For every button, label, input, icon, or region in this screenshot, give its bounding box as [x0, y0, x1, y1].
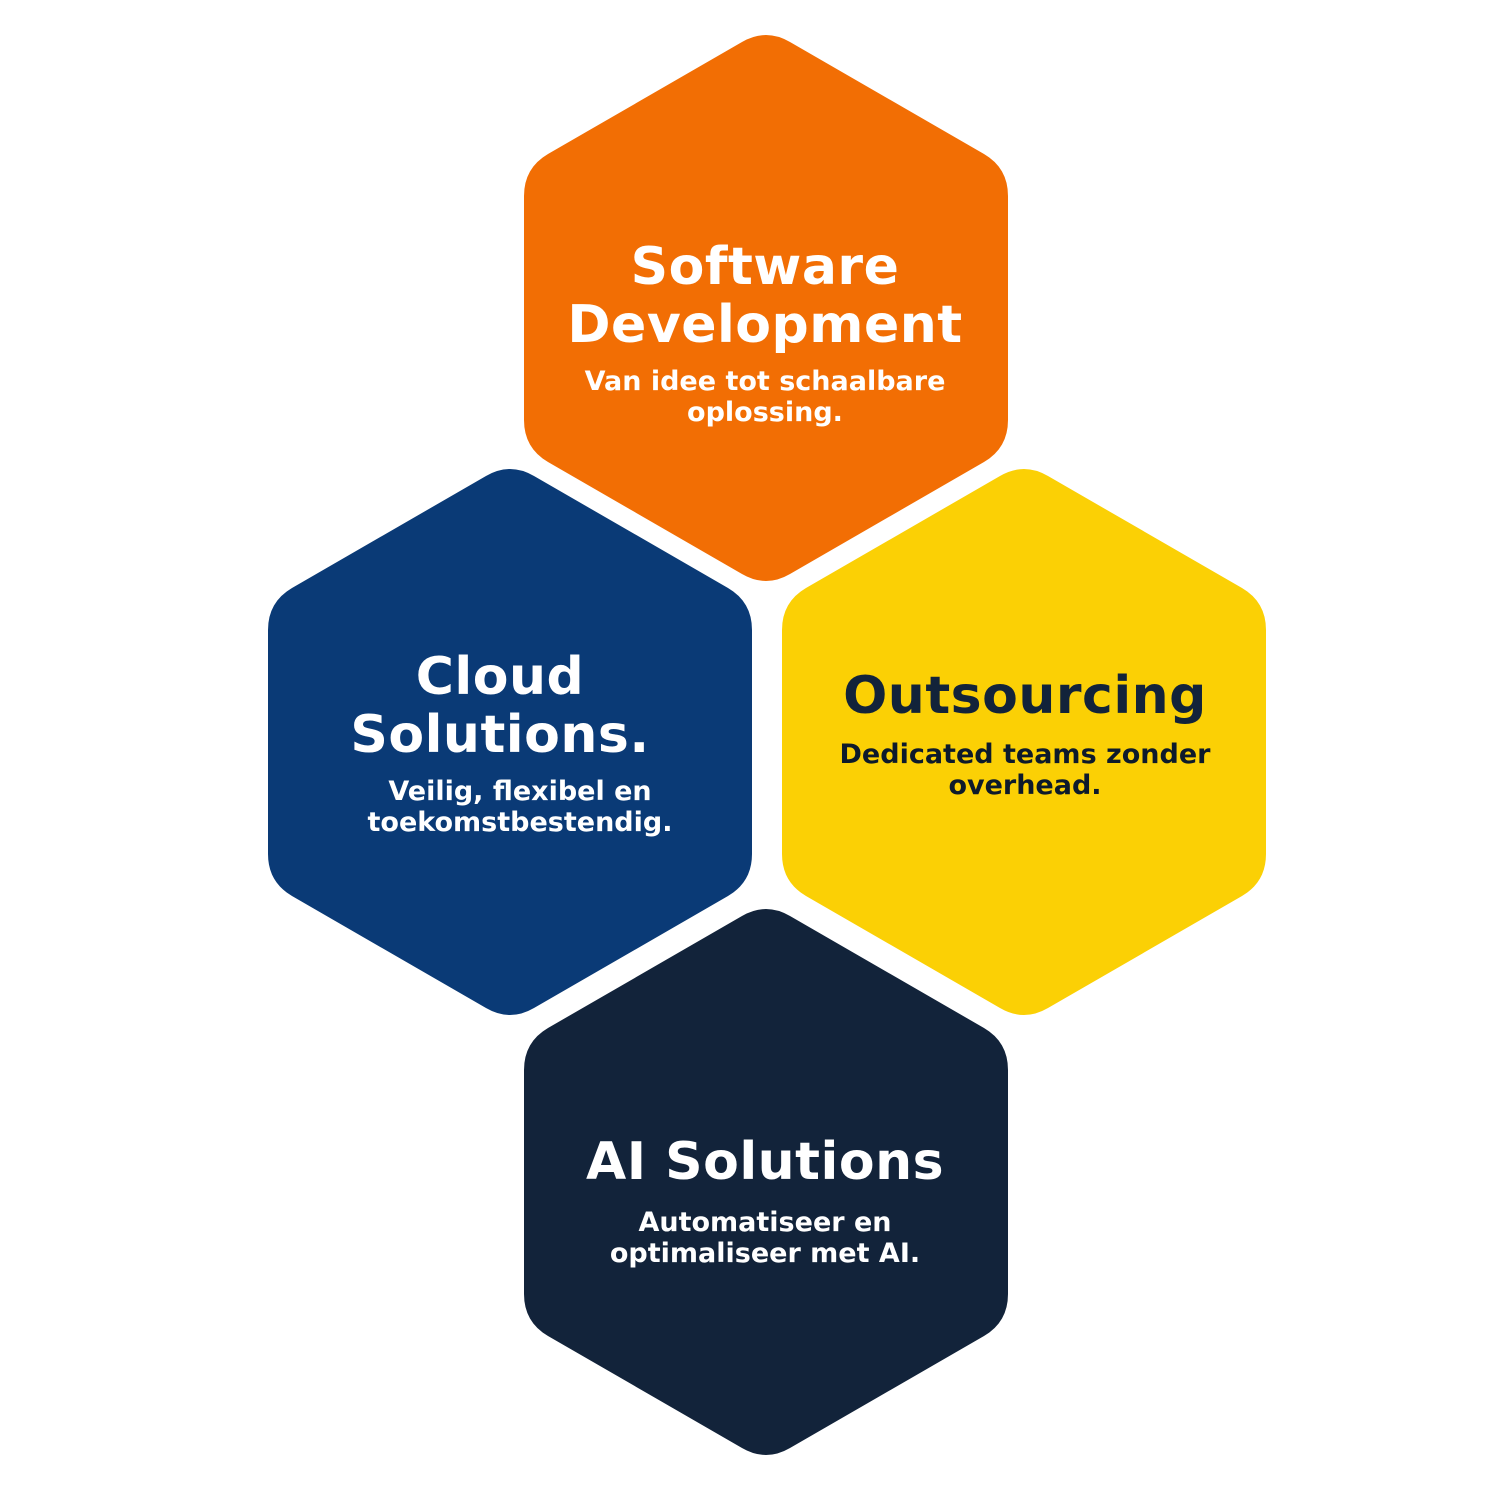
- ai-solutions-text: AI Solutions Automatiseer en optimalisee…: [540, 1133, 990, 1269]
- outsourcing-title: Outsourcing: [843, 666, 1207, 726]
- cloud-solutions-description: Veilig, flexibel en toekomstbestendig.: [367, 776, 673, 838]
- hexagon-software-development: [524, 35, 1008, 581]
- hexagon-cloud-solutions: [268, 469, 752, 1015]
- outsourcing-description: Dedicated teams zonder overhead.: [839, 739, 1211, 801]
- software-development-title: Software Development: [567, 237, 963, 355]
- ai-solutions-title: AI Solutions: [585, 1132, 945, 1192]
- ai-solutions-description: Automatiseer en optimaliseer met AI.: [609, 1207, 921, 1269]
- cloud-solutions-text: Cloud Solutions. Veilig, flexibel en toe…: [330, 648, 690, 838]
- software-development-description: Van idee tot schaalbare oplossing.: [584, 366, 946, 428]
- hexagon-ai-solutions: [524, 909, 1008, 1455]
- hexagon-outsourcing: [782, 469, 1266, 1015]
- outsourcing-text: Outsourcing Dedicated teams zonder overh…: [800, 667, 1250, 801]
- cloud-solutions-title: Cloud Solutions.: [350, 647, 650, 765]
- software-development-text: Software Development Van idee tot schaal…: [540, 238, 990, 428]
